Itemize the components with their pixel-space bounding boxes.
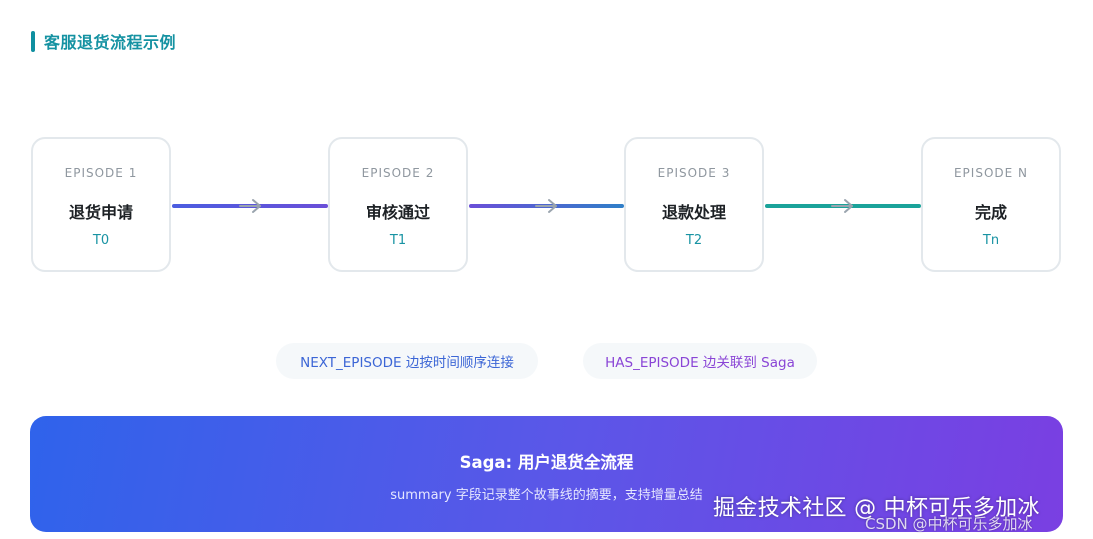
episode-node-1: EPISODE 1 退货申请 T0 bbox=[31, 137, 171, 272]
arrow-right-icon bbox=[239, 199, 261, 213]
episode-title: 完成 bbox=[974, 203, 1007, 222]
watermark-main: 掘金技术社区 @ 中杯可乐多加冰 bbox=[713, 496, 1040, 521]
section-header: 客服退货流程示例 bbox=[31, 30, 176, 52]
episode-time: T0 bbox=[92, 233, 110, 248]
saga-title: Saga: 用户退货全流程 bbox=[459, 453, 634, 472]
episode-time: T2 bbox=[685, 233, 703, 248]
arrow-right-icon bbox=[535, 199, 557, 213]
legend-next-episode: NEXT_EPISODE 边按时间顺序连接 bbox=[276, 343, 538, 379]
episode-label: EPISODE 1 bbox=[64, 166, 138, 180]
episode-time: Tn bbox=[982, 233, 1000, 248]
episode-label: EPISODE N bbox=[953, 166, 1029, 180]
episode-label: EPISODE 2 bbox=[361, 166, 435, 180]
arrow-right-icon bbox=[831, 199, 853, 213]
legend-has-episode: HAS_EPISODE 边关联到 Saga bbox=[583, 343, 817, 379]
episode-title: 退货申请 bbox=[68, 203, 133, 222]
episode-time: T1 bbox=[389, 233, 407, 248]
saga-banner: Saga: 用户退货全流程 summary 字段记录整个故事线的摘要，支持增量总… bbox=[30, 416, 1063, 532]
episode-node-2: EPISODE 2 审核通过 T1 bbox=[328, 137, 468, 272]
section-title: 客服退货流程示例 bbox=[44, 33, 177, 52]
episode-title: 退款处理 bbox=[661, 203, 726, 222]
episode-label: EPISODE 3 bbox=[657, 166, 731, 180]
watermark-sub: CSDN @中杯可乐多加冰 bbox=[865, 515, 1033, 533]
saga-summary: summary 字段记录整个故事线的摘要，支持增量总结 bbox=[390, 488, 703, 503]
section-accent-bar bbox=[31, 30, 35, 52]
episode-node-n: EPISODE N 完成 Tn bbox=[921, 137, 1061, 272]
episode-title: 审核通过 bbox=[365, 203, 430, 222]
episode-node-3: EPISODE 3 退款处理 T2 bbox=[624, 137, 764, 272]
